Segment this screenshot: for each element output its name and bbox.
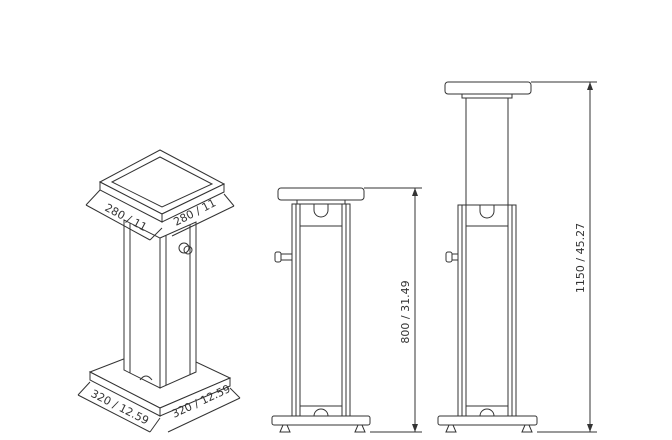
iso-top-plate-inset [110,156,214,208]
dim-extension-line [85,189,101,206]
iso-knob-shaft [183,245,193,255]
arrowhead-up-icon [587,82,593,90]
iso-base-edge-right [159,377,231,417]
stand-min-height: 800 / 31.49 [271,187,422,433]
knob-shaft [280,253,293,261]
dim-line-base-left [77,394,151,433]
cable-cutout-top [313,204,329,218]
top-plate-mount [296,199,346,205]
dim-line-base-right [167,397,241,433]
dim-extension-line [149,227,163,241]
top-plate [444,81,532,95]
arrowhead-down-icon [412,424,418,432]
dim-extension-line [223,193,235,207]
iso-column-right [159,221,197,389]
arrowhead-down-icon [587,424,593,432]
top-plate [277,187,365,201]
stand-max-height: 1150 / 45.27 [437,81,597,433]
dim-extension-line [229,387,241,399]
isometric-stand: 280 / 11 280 / 11 320 / 12.59 320 / 12.5… [77,149,241,433]
base-plate [437,415,538,426]
cable-cutout-bottom [313,408,329,417]
foot-left [445,424,457,433]
cable-cutout-top [479,205,495,219]
dim-height-min: 800 / 31.49 [399,280,412,343]
dim-height-max: 1150 / 45.27 [574,223,587,293]
arrowhead-up-icon [412,188,418,196]
base-plate [271,415,371,426]
dim-extension-line [77,381,91,396]
foot-right [354,424,366,433]
knob-icon [445,251,453,263]
dim-line-top-right [171,205,235,237]
iso-top-plate-edge-right [161,183,225,223]
knob-icon [274,251,282,263]
foot-right [521,424,533,433]
foot-left [279,424,291,433]
iso-cable-cutout [139,375,153,381]
extension-tube [465,97,509,206]
knob-shaft [451,253,459,261]
dim-line-top-left [85,204,151,241]
iso-column-left [123,219,161,389]
top-plate-mount [461,93,513,99]
cable-cutout-bottom [479,408,495,417]
dim-extension-line [149,417,161,433]
